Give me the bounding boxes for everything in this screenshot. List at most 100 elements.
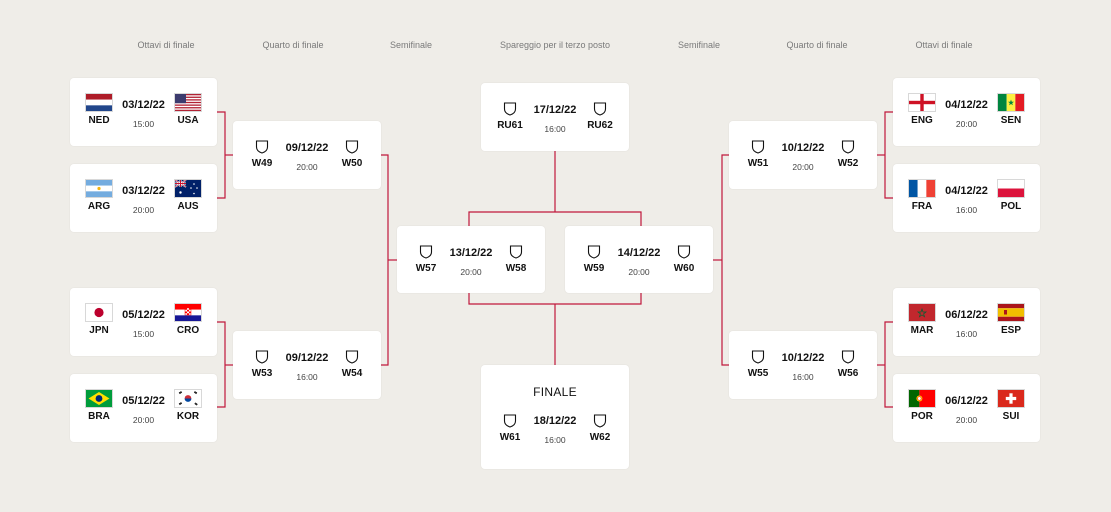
poland-flag-icon <box>998 180 1024 197</box>
match-time: 20:00 <box>132 415 155 425</box>
match-card-third-place[interactable]: RU61 17/12/22 16:00 RU62 <box>481 83 629 151</box>
team-code: POR <box>911 411 933 422</box>
team-code: SUI <box>1002 411 1020 422</box>
match-card-sf-w57-w58[interactable]: W57 13/12/22 20:00 W58 <box>397 226 545 293</box>
match-card-qf-w49-w50[interactable]: W49 09/12/22 20:00 W50 <box>233 121 381 189</box>
match-card-por-sui[interactable]: POR 06/12/22 20:00 SUI <box>893 374 1040 442</box>
away-team: W60 <box>669 242 699 274</box>
away-team: POL <box>996 180 1026 212</box>
match-date: 13/12/22 <box>449 247 493 259</box>
match-card-ned-usa[interactable]: NED 03/12/22 15:00 USA <box>70 78 217 146</box>
match-card-mar-esp[interactable]: MAR 06/12/22 16:00 ESP <box>893 288 1040 356</box>
japan-flag-icon <box>86 304 112 321</box>
team-code: ENG <box>911 115 933 126</box>
home-team: W49 <box>247 137 277 169</box>
team-code: RU62 <box>587 120 613 131</box>
home-team: W55 <box>743 347 773 379</box>
team-code: W62 <box>589 432 611 443</box>
match-date: 17/12/22 <box>533 104 577 116</box>
team-code: W54 <box>341 368 363 379</box>
france-flag-icon <box>909 180 935 197</box>
home-team: BRA <box>84 390 114 422</box>
header-quarterfinal-left: Quarto di finale <box>262 40 324 50</box>
shield-icon <box>677 245 691 259</box>
match-time: 20:00 <box>955 415 978 425</box>
korea-flag-icon <box>175 390 201 407</box>
home-team: RU61 <box>495 99 525 131</box>
team-code: RU61 <box>497 120 523 131</box>
away-team: W56 <box>833 347 863 379</box>
match-card-qf-w55-w56[interactable]: W55 10/12/22 16:00 W56 <box>729 331 877 399</box>
match-time: 20:00 <box>955 119 978 129</box>
team-code: NED <box>88 115 110 126</box>
team-code: W61 <box>499 432 521 443</box>
match-card-qf-w51-w52[interactable]: W51 10/12/22 20:00 W52 <box>729 121 877 189</box>
match-date: 14/12/22 <box>617 247 661 259</box>
match-date: 10/12/22 <box>781 352 825 364</box>
match-time: 20:00 <box>628 267 650 277</box>
croatia-flag-icon <box>175 304 201 321</box>
match-time: 16:00 <box>544 124 566 134</box>
match-time: 15:00 <box>132 119 155 129</box>
shield-icon <box>841 140 855 154</box>
match-time: 16:00 <box>955 329 978 339</box>
team-code: BRA <box>88 411 110 422</box>
team-code: W56 <box>837 368 859 379</box>
match-date: 04/12/22 <box>945 185 988 197</box>
shield-icon <box>255 350 269 364</box>
shield-icon <box>587 245 601 259</box>
match-date: 05/12/22 <box>122 395 165 407</box>
home-team: W51 <box>743 137 773 169</box>
match-date: 06/12/22 <box>945 395 988 407</box>
team-code: POL <box>1000 201 1022 212</box>
match-card-eng-sen[interactable]: ENG 04/12/22 20:00 SEN <box>893 78 1040 146</box>
shield-icon <box>593 414 607 428</box>
match-card-arg-aus[interactable]: ARG 03/12/22 20:00 AUS <box>70 164 217 232</box>
home-team: JPN <box>84 304 114 336</box>
match-card-qf-w53-w54[interactable]: W53 09/12/22 16:00 W54 <box>233 331 381 399</box>
match-time: 16:00 <box>296 372 318 382</box>
team-code: W53 <box>251 368 273 379</box>
final-title: FINALE <box>533 385 577 399</box>
shield-icon <box>503 102 517 116</box>
match-date: 18/12/22 <box>533 415 577 427</box>
match-time: 20:00 <box>460 267 482 277</box>
shield-icon <box>419 245 433 259</box>
home-team: W61 <box>495 411 525 443</box>
match-date: 09/12/22 <box>285 352 329 364</box>
header-semifinal-right: Semifinale <box>677 40 721 50</box>
home-team: NED <box>84 94 114 126</box>
team-code: W49 <box>251 158 273 169</box>
portugal-flag-icon <box>909 390 935 407</box>
brazil-flag-icon <box>86 390 112 407</box>
usa-flag-icon <box>175 94 201 111</box>
spain-flag-icon <box>998 304 1024 321</box>
shield-icon <box>345 350 359 364</box>
match-time: 20:00 <box>792 162 814 172</box>
team-code: W52 <box>837 158 859 169</box>
home-team: ARG <box>84 180 114 212</box>
team-code: FRA <box>911 201 933 212</box>
match-card-final[interactable]: FINALE W61 18/12/22 16:00 W62 <box>481 365 629 469</box>
away-team: W58 <box>501 242 531 274</box>
match-date: 05/12/22 <box>122 309 165 321</box>
home-team: W57 <box>411 242 441 274</box>
team-code: W51 <box>747 158 769 169</box>
match-date: 03/12/22 <box>122 185 165 197</box>
away-team: AUS <box>173 180 203 212</box>
away-team: SEN <box>996 94 1026 126</box>
match-card-sf-w59-w60[interactable]: W59 14/12/22 20:00 W60 <box>565 226 713 293</box>
switzerland-flag-icon <box>998 390 1024 407</box>
match-card-fra-pol[interactable]: FRA 04/12/22 16:00 POL <box>893 164 1040 232</box>
match-card-bra-kor[interactable]: BRA 05/12/22 20:00 KOR <box>70 374 217 442</box>
team-code: MAR <box>910 325 934 336</box>
header-round-of-16-left: Ottavi di finale <box>137 40 195 50</box>
match-time: 16:00 <box>955 205 978 215</box>
morocco-flag-icon <box>909 304 935 321</box>
away-team: USA <box>173 94 203 126</box>
match-date: 03/12/22 <box>122 99 165 111</box>
header-round-of-16-right: Ottavi di finale <box>915 40 973 50</box>
header-third-place: Spareggio per il terzo posto <box>499 40 611 50</box>
team-code: W50 <box>341 158 363 169</box>
match-card-jpn-cro[interactable]: JPN 05/12/22 15:00 CRO <box>70 288 217 356</box>
